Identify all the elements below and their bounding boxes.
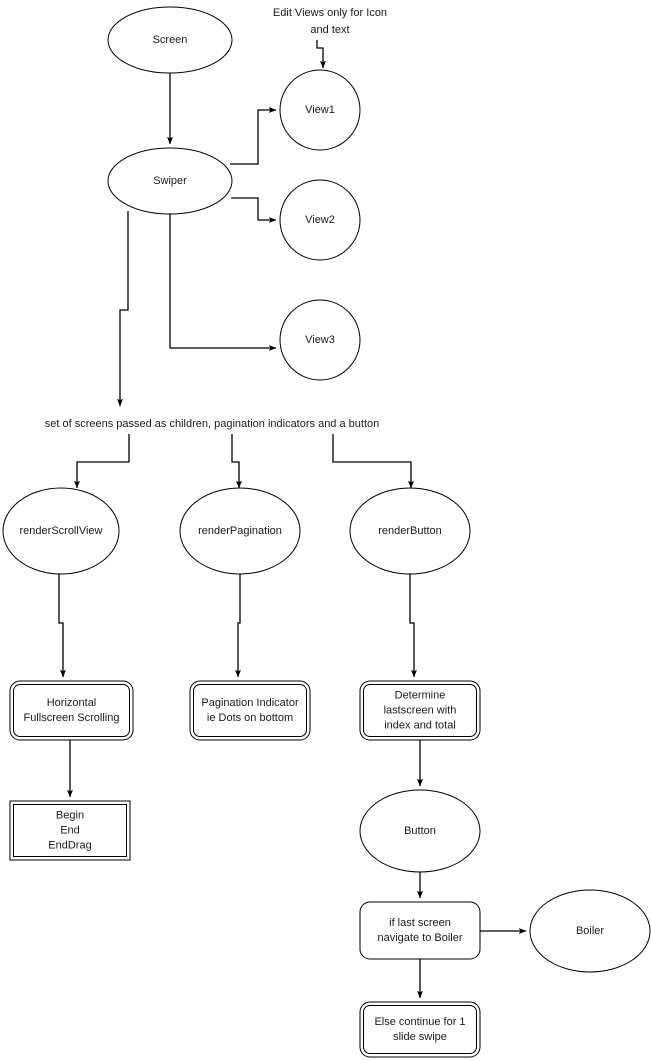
node-label-if-last-screen: if last screen [389, 917, 451, 929]
node-shape-view1 [279, 69, 361, 151]
edge-note-to-view1 [316, 40, 327, 69]
edge-pagination-to-indicator [235, 574, 242, 678]
node-shape-inner-determine-lastscreen [363, 684, 477, 737]
edge-children-to-scrollview [74, 434, 130, 489]
edge-children-to-pagination [231, 434, 243, 489]
node-view3[interactable]: View3 [279, 299, 361, 381]
node-label-determine-lastscreen: index and total [384, 719, 456, 731]
node-label-begin-end-enddrag: EndDrag [48, 839, 91, 851]
edge-children-to-button [332, 434, 415, 489]
node-render-button[interactable]: renderButton [349, 487, 471, 575]
edge-swiper-to-view1 [230, 106, 277, 165]
node-view2[interactable]: View2 [279, 179, 361, 261]
node-label-render-scroll-view: renderScrollView [20, 525, 103, 537]
node-label-swiper: Swiper [153, 175, 187, 187]
node-shape-screen [107, 6, 233, 74]
node-label-render-pagination: renderPagination [198, 525, 282, 537]
node-label-horizontal-fullscreen-scrolling: Horizontal [47, 697, 97, 709]
node-shape-inner-pagination-indicator [193, 684, 307, 737]
node-button[interactable]: Button [359, 789, 481, 873]
node-label-begin-end-enddrag: End [60, 824, 80, 836]
edge-swiper-to-view2 [231, 197, 277, 223]
edges-layer [58, 40, 527, 999]
node-label-boiler: Boiler [576, 925, 604, 937]
node-shape-pagination-indicator [189, 680, 311, 741]
node-shape-button [359, 789, 481, 873]
node-shape-render-scroll-view [2, 487, 120, 575]
node-render-scroll-view[interactable]: renderScrollView [2, 487, 120, 575]
edge-swiper-to-children [117, 211, 129, 407]
node-shape-if-last-screen [359, 901, 481, 960]
label-text-children-note: set of screens passed as children, pagin… [45, 418, 380, 430]
node-label-if-last-screen: navigate to Boiler [378, 932, 463, 944]
node-label-else-continue: slide swipe [393, 1031, 447, 1043]
node-label-view2: View2 [305, 214, 335, 226]
node-shape-boiler [529, 889, 651, 973]
node-label-button: Button [404, 825, 436, 837]
edge-scrollview-to-horizontal [58, 573, 67, 678]
node-shape-inner-else-continue [363, 1005, 477, 1054]
node-label-else-continue: Else continue for 1 [374, 1016, 465, 1028]
node-shape-else-continue [359, 1001, 481, 1058]
node-view1[interactable]: View1 [279, 69, 361, 151]
free-labels-layer: Edit Views only for Icon and text set of s… [45, 7, 387, 430]
node-shape-view3 [279, 299, 361, 381]
node-shape-begin-end-enddrag [9, 800, 131, 861]
node-boiler[interactable]: Boiler [529, 889, 651, 973]
node-shape-view2 [279, 179, 361, 261]
node-else-continue[interactable]: Else continue for 1 slide swipe [359, 1001, 481, 1058]
node-if-last-screen[interactable]: if last screen navigate to Boiler [359, 901, 481, 960]
node-label-horizontal-fullscreen-scrolling: Fullscreen Scrolling [24, 712, 120, 724]
label-text-edit-views-note: and text [310, 24, 349, 36]
node-label-screen: Screen [153, 34, 188, 46]
node-shape-swiper [107, 147, 233, 215]
node-shape-inner-horizontal-fullscreen-scrolling [13, 684, 130, 737]
label-text-edit-views-note: Edit Views only for Icon [273, 7, 387, 19]
edge-renderbutton-to-determine [409, 574, 418, 678]
node-shape-horizontal-fullscreen-scrolling [9, 680, 134, 741]
node-determine-lastscreen[interactable]: Determine lastscreen with index and total [359, 680, 481, 741]
node-label-pagination-indicator: Pagination Indicator [201, 697, 299, 709]
node-shape-determine-lastscreen [359, 680, 481, 741]
node-render-pagination[interactable]: renderPagination [179, 487, 301, 575]
node-label-begin-end-enddrag: Begin [56, 809, 84, 821]
node-screen[interactable]: Screen [107, 6, 233, 74]
label-children-note: set of screens passed as children, pagin… [45, 418, 380, 430]
node-label-determine-lastscreen: Determine [395, 689, 446, 701]
node-shape-render-button [349, 487, 471, 575]
node-label-pagination-indicator: ie Dots on bottom [207, 712, 293, 724]
edge-swiper-to-view3 [169, 214, 277, 351]
node-label-render-button: renderButton [378, 525, 442, 537]
node-label-determine-lastscreen: lastscreen with [384, 704, 457, 716]
node-swiper[interactable]: Swiper [107, 147, 233, 215]
node-shape-inner-begin-end-enddrag [13, 804, 127, 857]
node-pagination-indicator[interactable]: Pagination Indicator ie Dots on bottom [189, 680, 311, 741]
node-shape-render-pagination [179, 487, 301, 575]
node-label-view1: View1 [305, 104, 335, 116]
label-edit-views-note: Edit Views only for Icon and text [273, 7, 387, 36]
node-label-view3: View3 [305, 334, 335, 346]
